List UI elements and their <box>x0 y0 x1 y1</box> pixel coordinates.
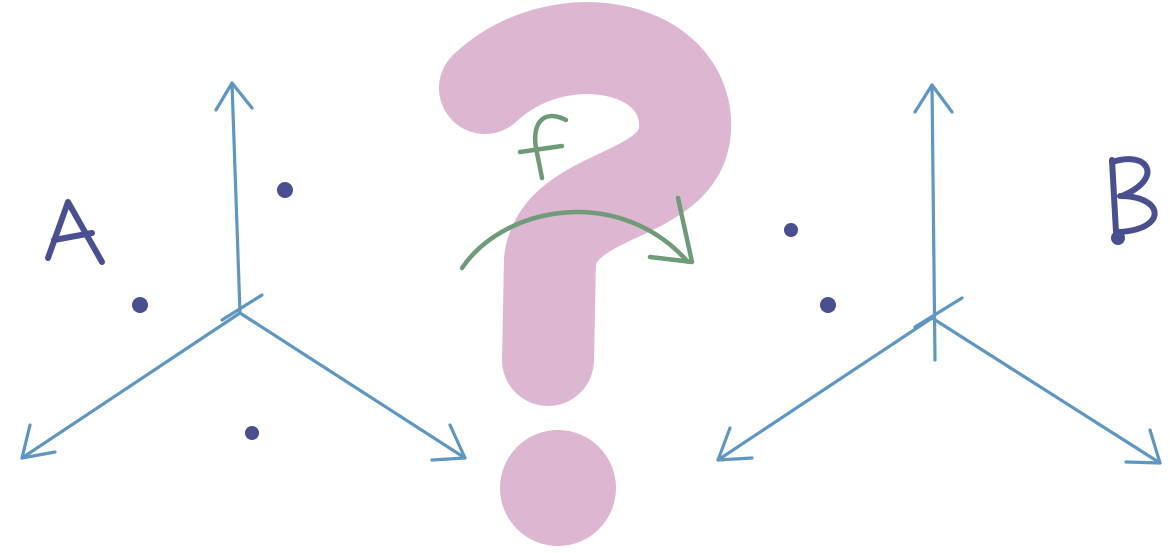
axes-a-tick <box>222 295 262 320</box>
point-b-2 <box>820 297 836 313</box>
point-a-2 <box>132 297 148 313</box>
axes-b-left <box>718 318 932 460</box>
question-mark-icon: ? <box>0 0 685 546</box>
axes-a <box>22 83 465 460</box>
label-a: A <box>0 0 102 262</box>
point-b-1 <box>784 223 798 237</box>
axes-a-vertical <box>216 83 252 313</box>
axes-b <box>718 85 1160 463</box>
point-a-1 <box>277 182 293 198</box>
axes-b-right <box>932 318 1160 463</box>
point-a-3 <box>245 426 259 440</box>
axes-a-left <box>22 313 240 458</box>
axes-a-right <box>240 313 465 460</box>
